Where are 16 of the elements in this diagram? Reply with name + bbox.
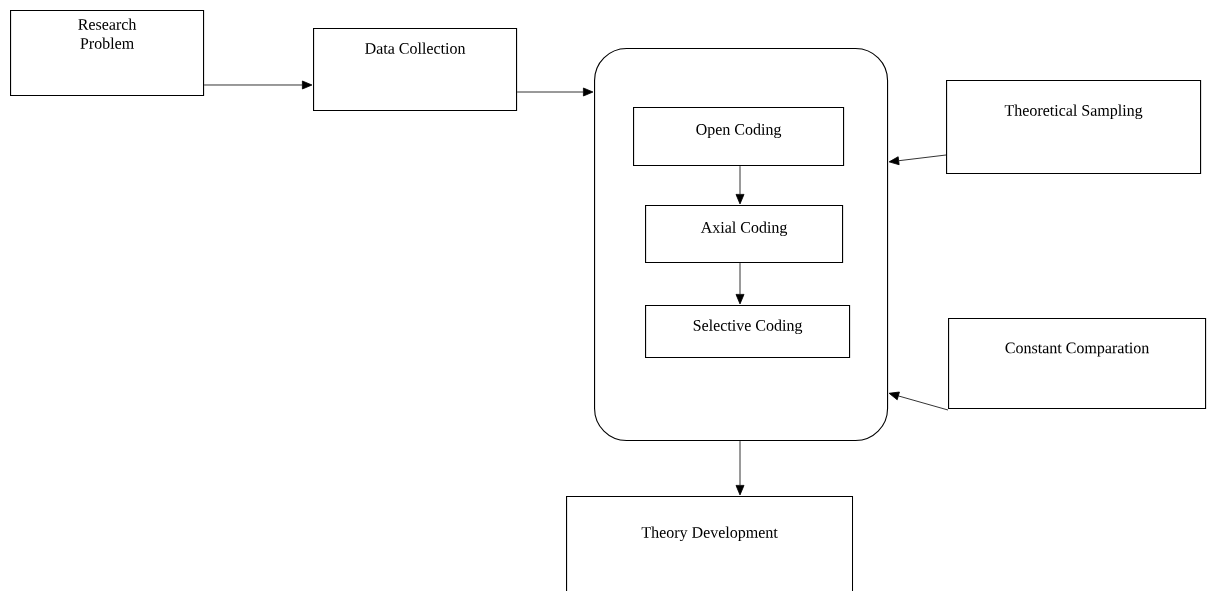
process-box: Data Collection: [313, 28, 518, 112]
process-box: Axial Coding: [645, 205, 844, 264]
process-box: Theory Development: [566, 496, 854, 591]
arrow: [735, 262, 745, 305]
arrow: [203, 80, 313, 90]
process-box: Open Coding: [633, 107, 845, 167]
process-box: Research Problem: [10, 10, 205, 97]
process-box: Theoretical Sampling: [946, 80, 1202, 175]
arrow: [735, 440, 745, 496]
process-box: Constant Comparation: [948, 318, 1207, 410]
rounded-box: [594, 48, 889, 442]
process-box: Selective Coding: [645, 305, 851, 359]
arrow: [516, 87, 594, 97]
arrow: [888, 154, 947, 166]
arrow: [888, 391, 949, 411]
arrow: [735, 165, 745, 205]
